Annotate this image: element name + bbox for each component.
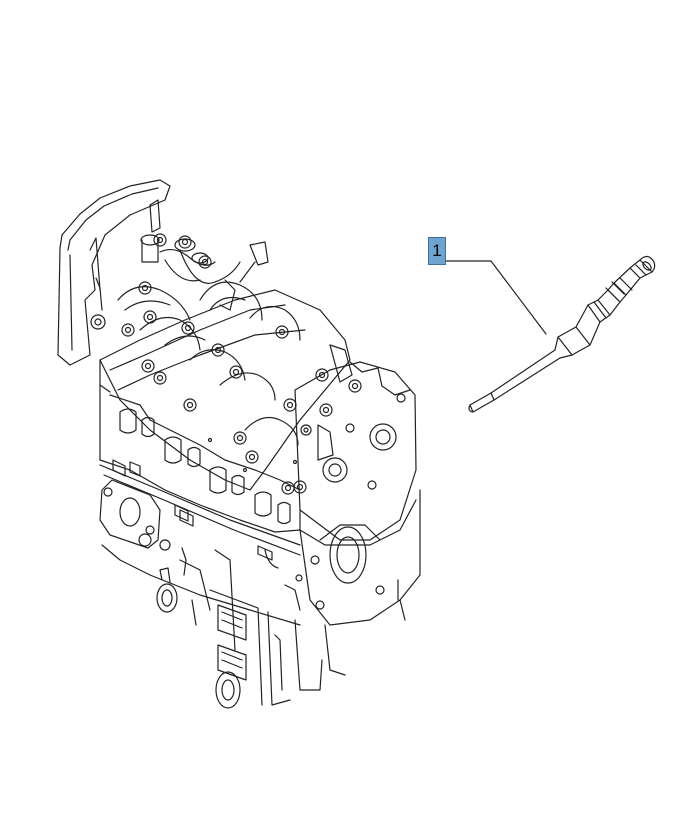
engine-block-lower bbox=[101, 544, 406, 706]
oil-seals bbox=[156, 567, 241, 709]
front-casting bbox=[294, 361, 417, 546]
glow-plug bbox=[468, 255, 656, 413]
engine-block-front bbox=[299, 489, 421, 626]
head-side-ports bbox=[99, 384, 301, 533]
timing-cover bbox=[57, 179, 171, 366]
head-bolts bbox=[90, 233, 362, 495]
engine-assembly bbox=[57, 179, 421, 709]
head-details bbox=[112, 437, 303, 611]
gasket-line bbox=[99, 461, 301, 556]
callout-label-1[interactable]: 1 bbox=[428, 237, 446, 265]
manifold-flange bbox=[99, 479, 171, 551]
callout-leader-line bbox=[445, 260, 547, 335]
camshaft bbox=[117, 234, 353, 446]
